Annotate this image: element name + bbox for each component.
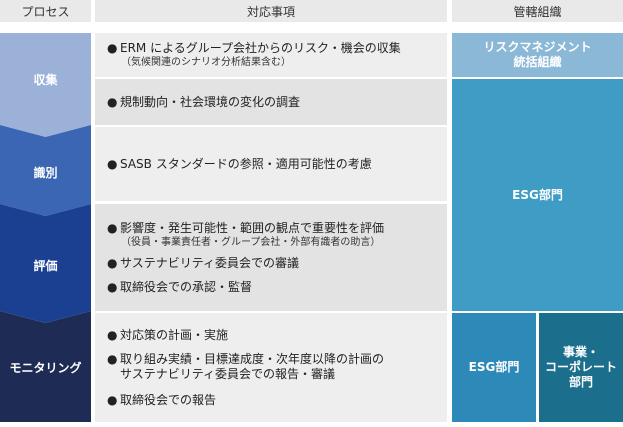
bullet-icon: ● xyxy=(107,41,118,55)
bullet-icon: ● xyxy=(107,279,118,294)
item-text: ERM によるグループ会社からのリスク・機会の収集 xyxy=(120,41,401,55)
item-text: 取締役会での承認・監督 xyxy=(120,279,253,294)
items-collect-1: ●ERM によるグループ会社からのリスク・機会の収集 （気候関連のシナリオ分析結… xyxy=(95,33,447,77)
item-text: SASB スタンダードの参照・適用可能性の考慮 xyxy=(120,156,372,171)
process-label-identify: 識別 xyxy=(33,166,58,180)
org-label-line: リスクマネジメント xyxy=(483,40,592,54)
bullet-icon: ● xyxy=(107,351,118,366)
items-column-header: 対応事項 xyxy=(95,0,447,22)
items-monitor: ●対応策の計画・実施 ●取り組み実績・目標達成度・次年度以降の計画の サステナビ… xyxy=(95,313,447,422)
process-shape-identify xyxy=(0,125,91,216)
items-evaluate: ●影響度・発生可能性・範囲の観点で重要性を評価 （役員・事業責任者・グループ会社… xyxy=(95,204,447,311)
bullet-icon: ● xyxy=(107,94,118,109)
process-label-monitor: モニタリング xyxy=(9,361,82,375)
item-text-continued: サステナビリティ委員会での報告・審議 xyxy=(120,366,336,381)
org-label-line: 事業・ xyxy=(562,345,599,359)
item-text: 取締役会での報告 xyxy=(120,392,217,407)
item-text: 対応策の計画・実施 xyxy=(120,327,229,342)
item-text: 取り組み実績・目標達成度・次年度以降の計画の xyxy=(120,351,385,366)
org-label-line: コーポレート xyxy=(544,360,617,374)
item-subtext: （気候関連のシナリオ分析結果含む） xyxy=(121,57,291,68)
bullet-icon: ● xyxy=(107,327,118,342)
bullet-icon: ● xyxy=(107,392,118,407)
items-collect-2: ●規制動向・社会環境の変化の調査 xyxy=(95,79,447,125)
bullet-icon: ● xyxy=(107,156,118,171)
org-label-line: 部門 xyxy=(568,375,593,389)
bullet-icon: ● xyxy=(107,220,118,235)
items-identify: ●SASB スタンダードの参照・適用可能性の考慮 xyxy=(95,127,447,201)
org-business-corporate: 事業・ コーポレート 部門 xyxy=(539,313,623,422)
org-esg: ESG部門 xyxy=(452,79,623,311)
process-shape-evaluate xyxy=(0,204,91,323)
process-label-evaluate: 評価 xyxy=(33,259,58,273)
org-label: ESG部門 xyxy=(512,187,563,202)
item-text: サステナビリティ委員会での審議 xyxy=(120,255,300,270)
item-text: 影響度・発生可能性・範囲の観点で重要性を評価 xyxy=(120,220,385,235)
org-column-header: 管轄組織 xyxy=(452,0,623,22)
process-column-header: プロセス xyxy=(0,0,91,22)
item-text: 規制動向・社会環境の変化の調査 xyxy=(120,94,301,109)
process-label-collect: 収集 xyxy=(33,73,58,87)
bullet-icon: ● xyxy=(107,255,118,270)
org-esg-monitor: ESG部門 xyxy=(452,313,536,422)
process-flow xyxy=(0,33,91,422)
item-subtext: （役員・事業責任者・グループ会社・外部有識者の助言） xyxy=(121,236,381,248)
process-shape-monitor xyxy=(0,311,91,422)
org-label: ESG部門 xyxy=(468,360,520,374)
org-risk-management: リスクマネジメント 統括組織 xyxy=(452,33,623,77)
process-shape-collect xyxy=(0,33,91,137)
org-label-line: 統括組織 xyxy=(513,55,562,69)
